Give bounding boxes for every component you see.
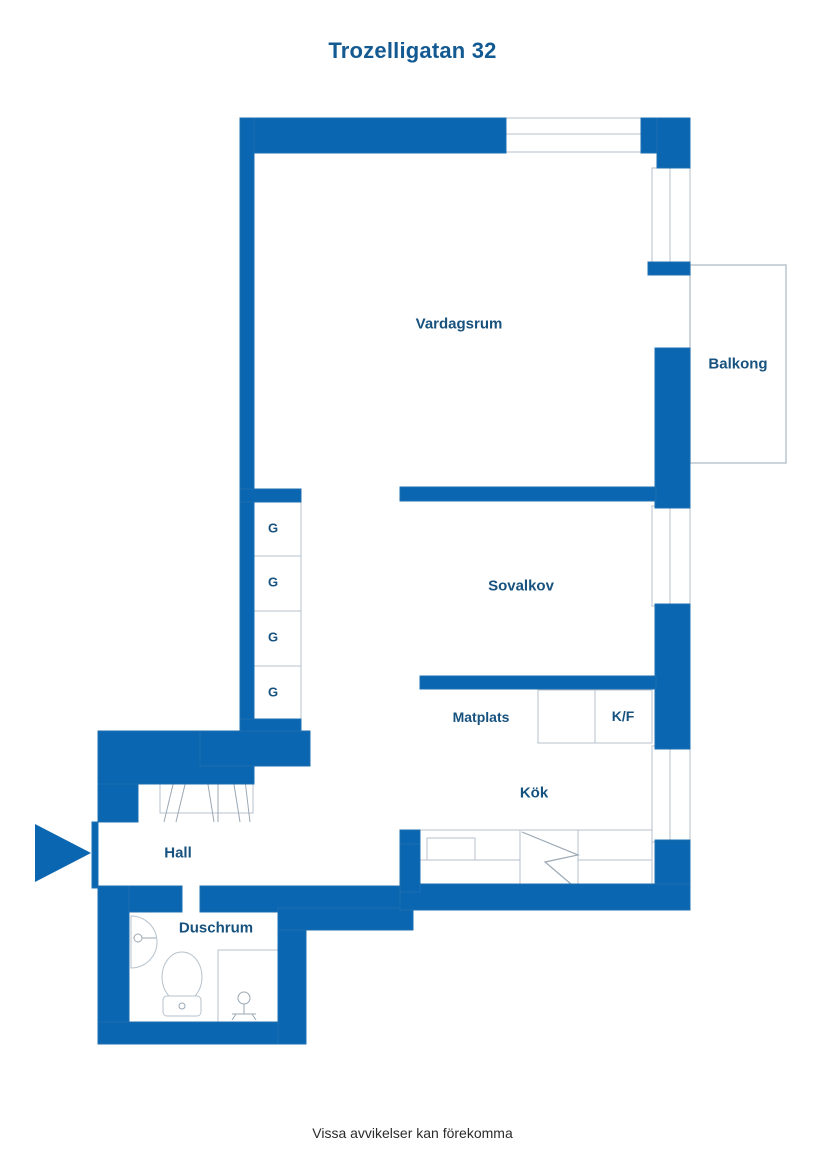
walls [91,117,691,1045]
balcony-outline [689,264,787,464]
closet-label-1: G [267,520,279,536]
balcony-upper-window [651,167,691,269]
wall-bathroom-right-top [277,907,414,931]
wall-left-livingroom [239,117,255,504]
kitchen-counter [419,829,653,893]
wall-top-right-corner-ext [656,117,691,169]
bathroom-fixtures [130,915,279,1023]
closet-label-4: G [267,684,279,700]
wall-hall-left [91,821,99,889]
closet-group [251,500,302,720]
room-label-duschrum: Duschrum [178,919,254,937]
wall-closet-top [239,488,302,503]
living-room-window [504,117,643,153]
wall-bathroom-bottom [97,1021,307,1045]
wall-right-mid [654,603,691,750]
toilet [161,951,203,1017]
wall-right-balcony [654,347,691,509]
kitchen-sink [426,837,476,861]
room-label-vardagsrum: Vardagsrum [415,315,503,333]
closet-label-3: G [267,629,279,645]
wall-hall-left-step [97,783,139,823]
room-label-kok: Kök [519,784,549,802]
wall-livingroom-bedroom [399,486,657,502]
wall-bathroom-right [277,907,307,1045]
room-label-kyl-frys: K/F [611,708,635,724]
wall-right-upper [647,261,691,276]
wall-hall-top-right [199,730,311,767]
bathroom-sink [130,915,158,969]
room-label-matplats: Matplats [452,709,510,725]
entrance-arrow [35,824,91,882]
footer-note: Vissa avvikelser kan förekomma [312,1125,513,1141]
wall-closet-left [239,488,255,736]
closet-label-2: G [267,574,279,590]
wall-bathroom-left [97,885,130,1045]
kitchen-upper-cabinets [537,689,653,744]
wall-top-left [239,117,507,154]
kitchen-stove [521,831,581,891]
bedroom-window [651,505,691,607]
wall-bedroom-dining [419,675,657,690]
wall-kitchen-bottom [399,883,691,911]
room-label-hall: Hall [164,844,192,862]
kitchen-window [651,745,691,843]
page-title: Trozelligatan 32 [328,38,497,63]
room-label-sovalkov: Sovalkov [488,577,554,595]
wall-kitchen-left-upper [399,829,421,845]
room-label-balkong: Balkong [708,355,768,373]
shower-zone [217,949,279,1023]
shower-drain [231,991,257,1021]
